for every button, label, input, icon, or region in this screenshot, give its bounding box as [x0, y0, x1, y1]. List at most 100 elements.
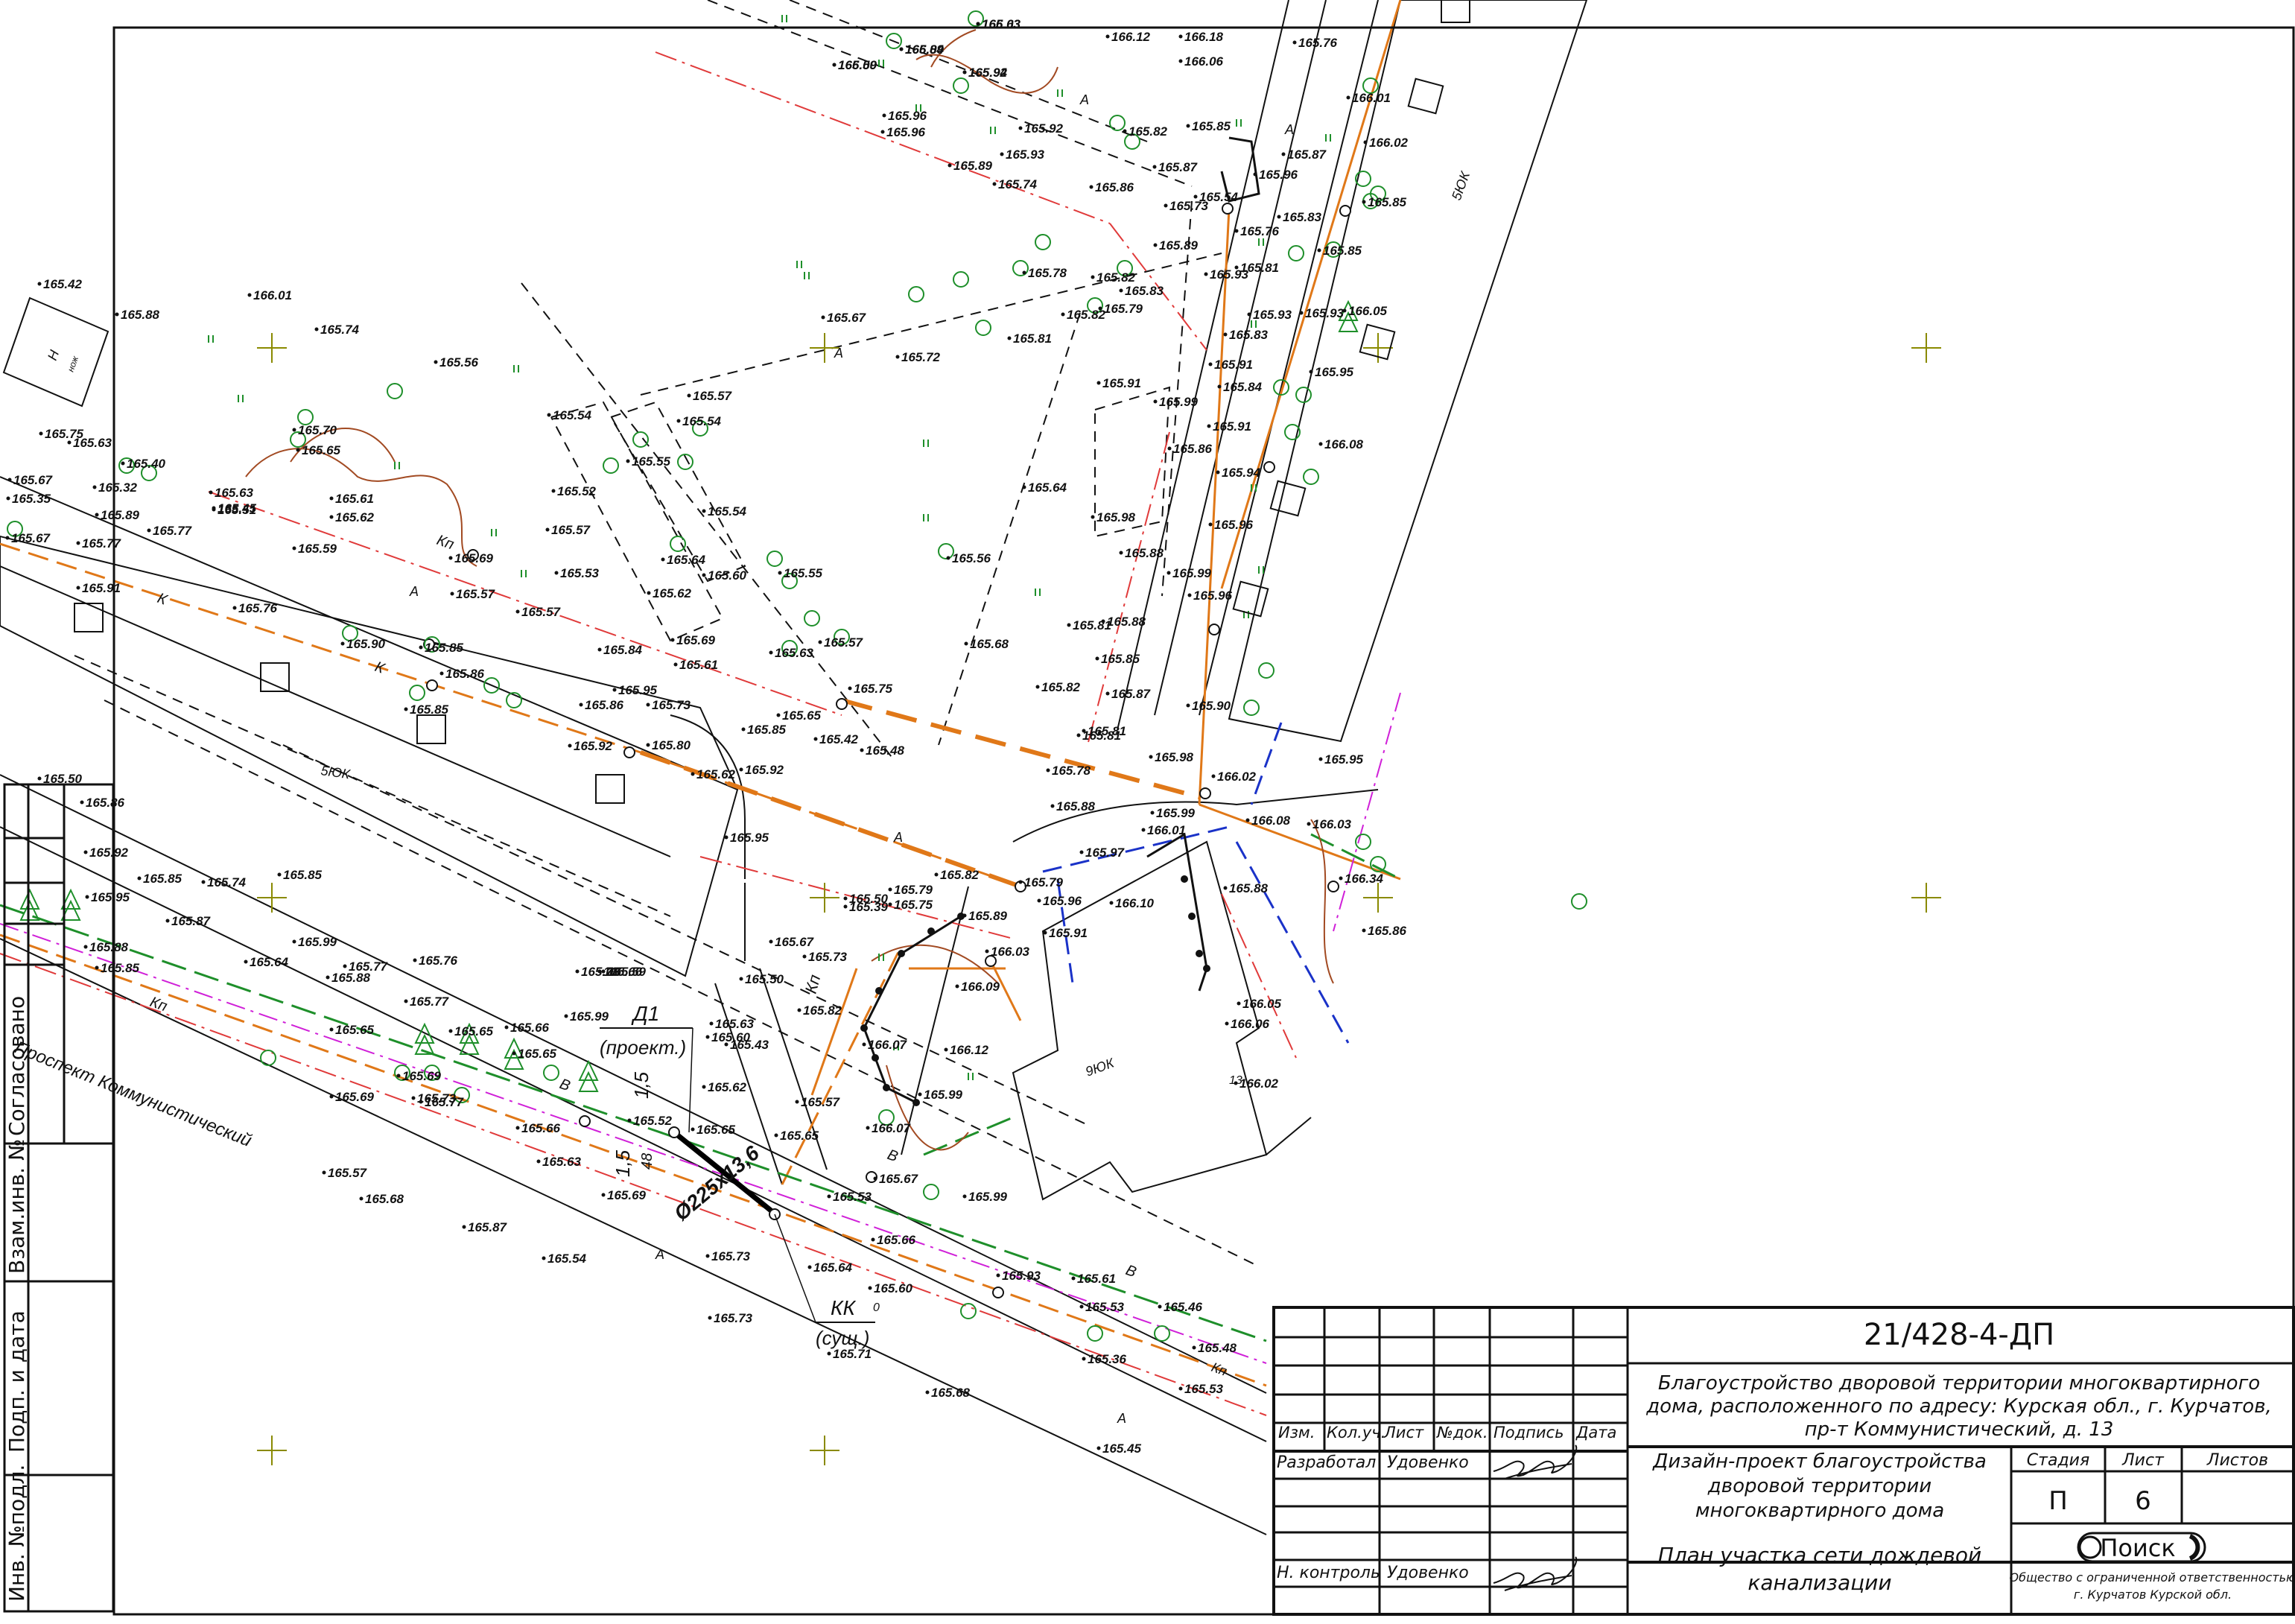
elevation-point	[1091, 515, 1095, 519]
staff-role-normcontrol: Н. контроль	[1277, 1564, 1380, 1582]
elevation-point	[92, 485, 97, 489]
elevation-label: 165.87	[171, 914, 212, 928]
elevation-label: 165.65	[518, 1047, 557, 1061]
elevation-label: 165.53	[1085, 1300, 1125, 1314]
elevation-label: 165.61	[335, 492, 374, 506]
elevation-label: 165.88	[1229, 881, 1269, 895]
elevation-label: 165.43	[730, 1038, 769, 1052]
elevation-label: 165.99	[968, 1190, 1008, 1204]
elevation-label: 165.96	[1214, 518, 1254, 532]
elevation-point	[1153, 399, 1158, 404]
elevation-label: 165.92	[574, 739, 613, 753]
elevation-label: 166.18	[1184, 30, 1224, 44]
elevation-label: 165.76	[419, 954, 458, 968]
staff-name-normcontrol: Удовенко	[1387, 1564, 1469, 1582]
elevation-label: 165.64	[1028, 480, 1067, 495]
elevation-point	[795, 1100, 799, 1104]
elevation-point	[1234, 1081, 1238, 1085]
elevation-label: 165.66	[510, 1021, 550, 1035]
design-title-line-3: многоквартирного дома	[1695, 1500, 1944, 1522]
code-13: 13	[1229, 1074, 1242, 1087]
design-title-line-1: Дизайн-проект благоустройства	[1652, 1450, 1987, 1473]
elevation-label: 165.98	[1096, 510, 1136, 524]
elevation-point	[1339, 876, 1343, 881]
elevation-label: 165.81	[1088, 724, 1126, 738]
elevation-point	[934, 872, 939, 877]
title-block: Изм. Кол.уч. Лист №док. Подпись Дата Раз…	[1272, 1306, 2295, 1616]
elevation-label: 165.98	[1155, 750, 1194, 764]
elevation-label: 165.57	[551, 523, 591, 537]
elevation-point	[1362, 200, 1366, 204]
elevation-point	[137, 876, 142, 881]
elevation-point	[947, 163, 952, 168]
elevation-point	[37, 282, 42, 286]
elevation-point	[575, 969, 580, 974]
elevation-point	[1208, 362, 1213, 367]
elevation-label: 165.67	[13, 473, 54, 487]
elevation-label: 165.81	[1013, 332, 1052, 346]
elevation-label: 165.85	[1323, 244, 1362, 258]
elevation-point	[882, 113, 886, 118]
elevation-point	[209, 490, 213, 495]
elevation-point	[739, 977, 743, 981]
elevation-point	[515, 609, 520, 614]
elevation-point	[247, 293, 252, 297]
elevation-point	[1149, 755, 1153, 759]
elevation-label: 165.91	[1102, 376, 1141, 390]
elevation-point	[944, 1047, 948, 1052]
elevation-point	[1362, 928, 1366, 933]
elevation-labels: 166.03166.09165.94166.00165.96165.92165.…	[5, 17, 1409, 1456]
elevation-label: 165.77	[153, 524, 193, 538]
elevation-point	[1046, 768, 1050, 773]
elevation-point	[1204, 272, 1208, 276]
dim-label-b: 1,5	[612, 1149, 634, 1177]
elevation-point	[554, 571, 559, 575]
elevation-point	[646, 743, 650, 747]
elevation-label: 165.96	[1043, 894, 1082, 908]
elevation-label: 165.72	[901, 350, 941, 364]
elevation-point	[1022, 485, 1026, 489]
elevation-point	[1096, 381, 1101, 385]
elevation-label: 165.39	[849, 900, 889, 914]
elevation-point	[1166, 571, 1171, 575]
elevation-point	[95, 513, 99, 517]
elevation-point	[76, 586, 80, 590]
dim-label-a: 1,5	[630, 1071, 653, 1099]
elevation-label: 165.95	[618, 683, 658, 697]
elevation-point	[1105, 34, 1110, 39]
stage-value: П	[2048, 1486, 2068, 1516]
elevation-label: 165.85	[1368, 195, 1407, 209]
elevation-label: 165.63	[775, 646, 814, 660]
elevation-point	[448, 1029, 453, 1033]
elevation-point	[1234, 265, 1239, 270]
elevation-label: 165.64	[667, 553, 706, 567]
elevation-label: 165.53	[833, 1190, 872, 1204]
elevation-point	[724, 1042, 729, 1047]
elevation-point	[1223, 886, 1228, 890]
elevation-point	[1167, 446, 1172, 451]
elevation-label: 165.85	[143, 872, 182, 886]
elevation-label: 165.99	[1172, 566, 1212, 580]
elevation-label: 165.86	[585, 698, 624, 712]
elevation-point	[1363, 140, 1368, 145]
elevation-point	[1067, 623, 1071, 627]
elevation-label: 165.96	[886, 125, 926, 139]
elevation-point	[955, 984, 959, 989]
elevation-point	[83, 945, 88, 949]
elevation-label: 165.86	[1368, 924, 1407, 938]
elevation-point	[419, 645, 423, 650]
elevation-point	[551, 489, 556, 493]
elevation-point	[439, 671, 444, 676]
elevation-label: 165.62	[708, 1080, 747, 1094]
elevation-label: 165.57	[521, 605, 562, 619]
elevation-label: 165.83	[1283, 210, 1322, 224]
elevation-label: 165.73	[714, 1311, 753, 1325]
elevation-point	[860, 748, 864, 752]
elevation-point	[709, 1021, 714, 1026]
elevation-point	[115, 312, 119, 317]
elevation-label: 165.88	[121, 308, 160, 322]
elevation-label: 165.60	[708, 568, 747, 583]
elevation-point	[1095, 656, 1099, 661]
elevation-label: 166.10	[1115, 896, 1155, 910]
